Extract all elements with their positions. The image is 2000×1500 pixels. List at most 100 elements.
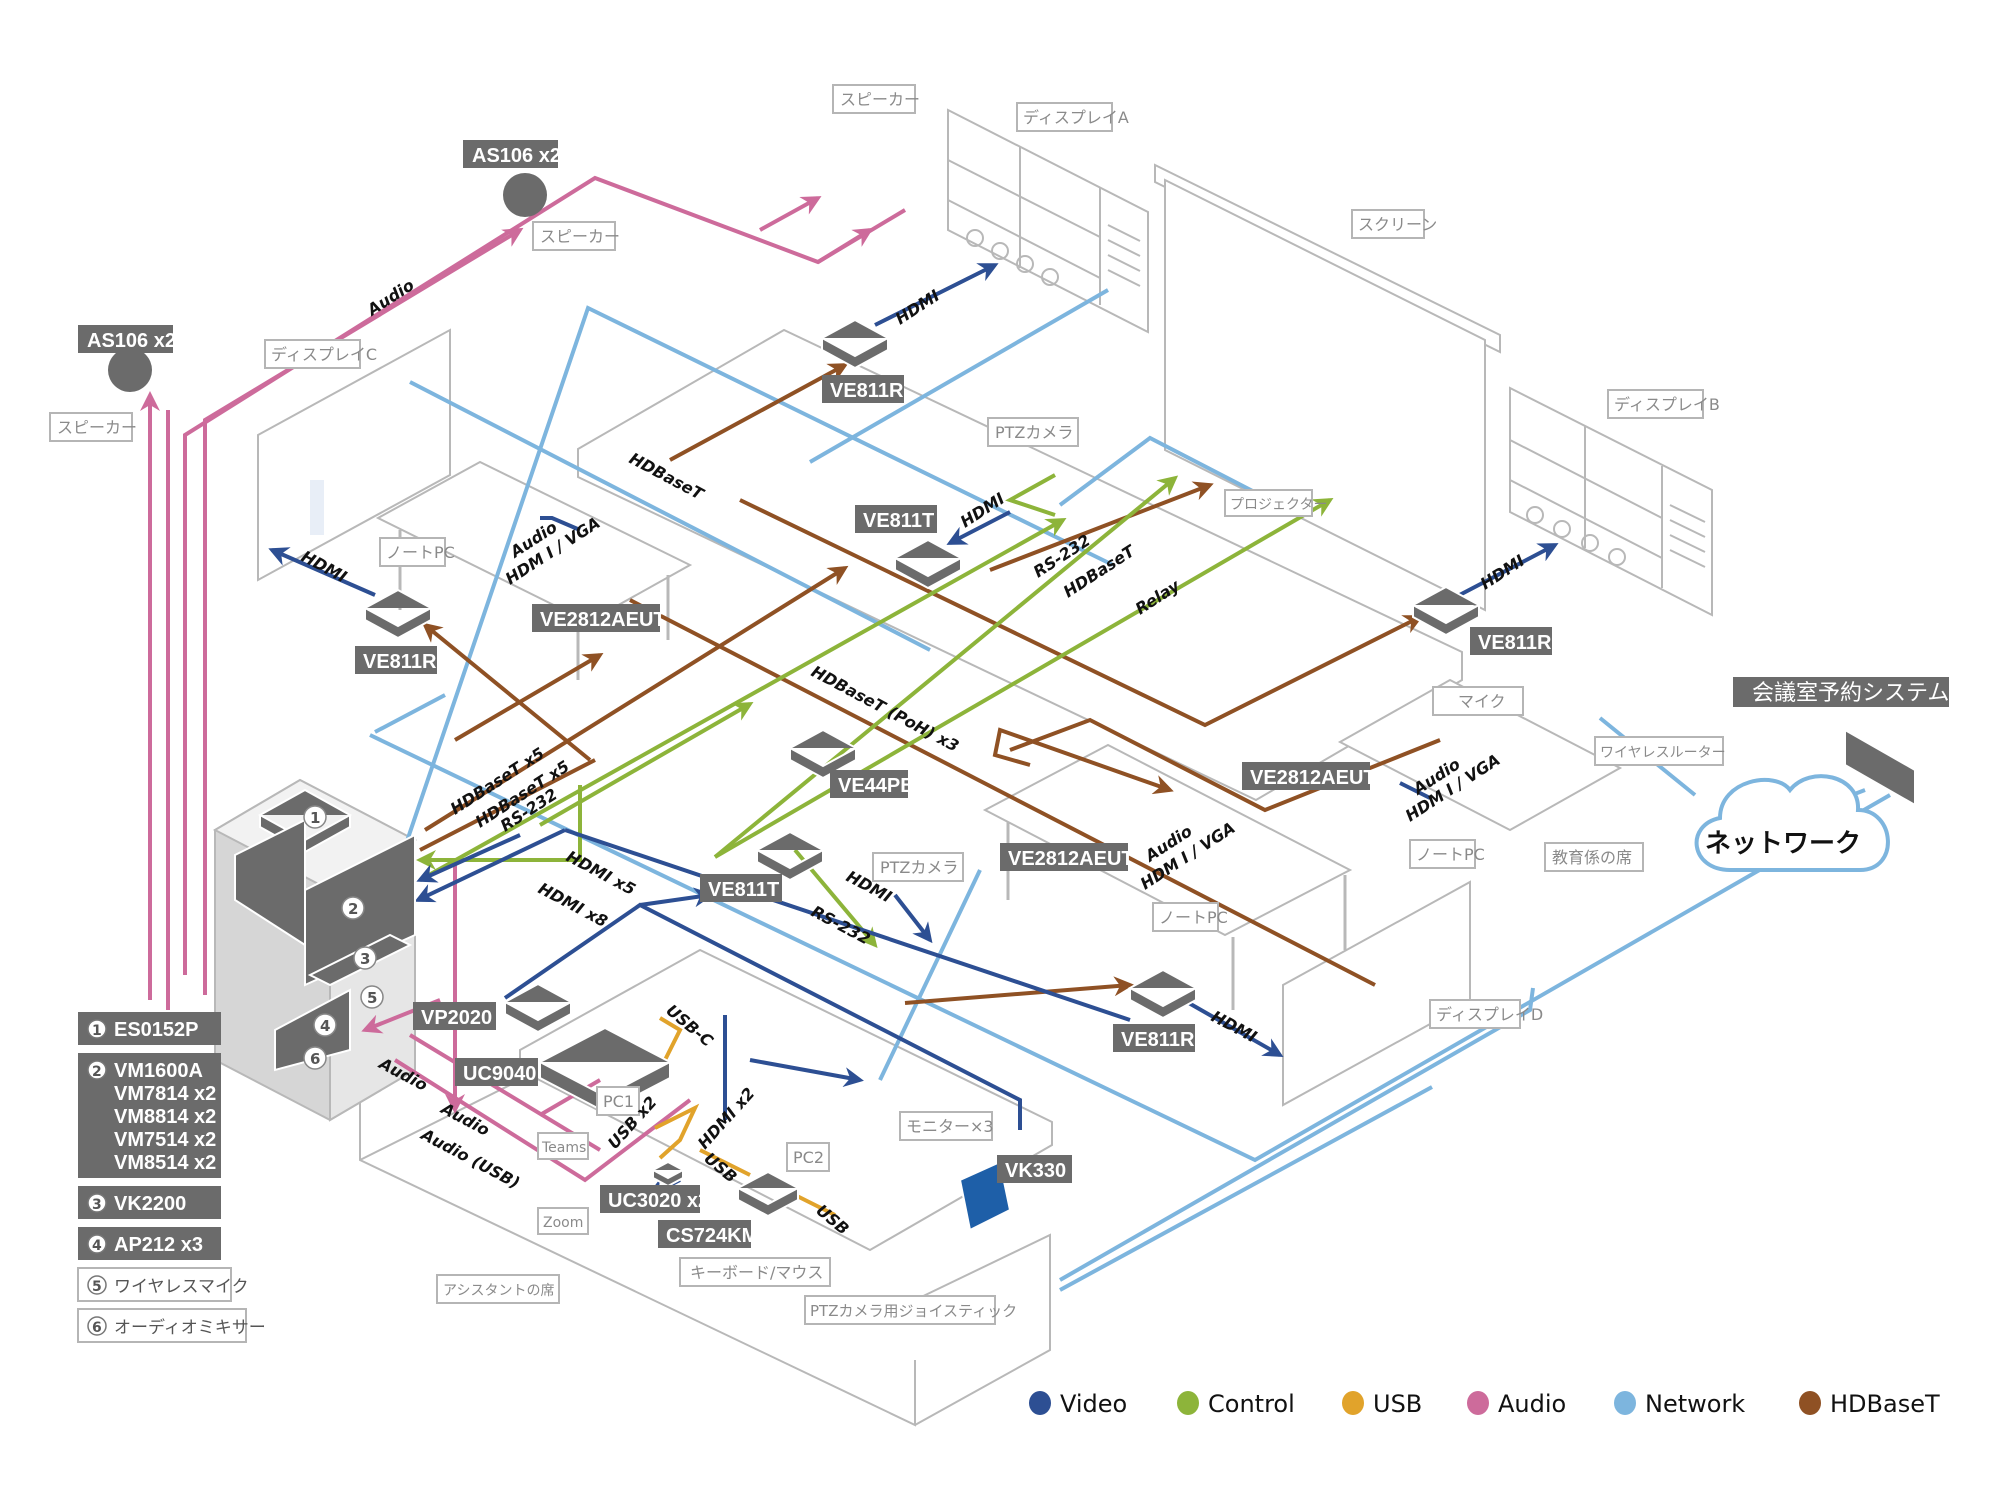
svg-text:VE44PB: VE44PB xyxy=(838,775,915,797)
svg-text:PTZカメラ用ジョイスティック: PTZカメラ用ジョイスティック xyxy=(810,1302,1017,1320)
device-label-as106-top: AS106 x2 xyxy=(463,140,561,168)
label-speaker-left: スピーカー xyxy=(49,412,137,442)
booking-panel xyxy=(1844,728,1916,807)
legend-item-control: Control xyxy=(1177,1390,1295,1418)
label-joystick: PTZカメラ用ジョイスティック xyxy=(804,1295,1017,1325)
label-speaker-top: スピーカー xyxy=(832,84,920,114)
svg-text:教育係の席: 教育係の席 xyxy=(1552,848,1632,867)
svg-text:PTZカメラ: PTZカメラ xyxy=(995,423,1073,442)
label-ptz-mid: PTZカメラ xyxy=(872,852,964,882)
svg-text:ディスプレイA: ディスプレイA xyxy=(1023,108,1129,127)
svg-text:VE2812AEUT: VE2812AEUT xyxy=(1008,848,1134,870)
svg-text:キーボード/マウス: キーボード/マウス xyxy=(690,1263,823,1282)
svg-text:VE2812AEUT: VE2812AEUT xyxy=(1250,767,1376,789)
device-label-vp2020: VP2020 xyxy=(413,1002,496,1030)
svg-text:スクリーン: スクリーン xyxy=(1358,215,1437,234)
cable-label-hdmi-c: HDMI xyxy=(298,547,350,587)
svg-text:プロジェクター: プロジェクター xyxy=(1230,497,1327,513)
student-desk-left xyxy=(375,460,693,624)
rack-key-item-5: 5 ワイヤレスマイク xyxy=(77,1267,249,1302)
legend-item-audio: Audio xyxy=(1467,1390,1566,1418)
svg-text:PC1: PC1 xyxy=(603,1092,634,1111)
device-label-uc9040: UC9040 xyxy=(455,1058,538,1086)
key-model-text: ワイヤレスマイク xyxy=(114,1277,249,1297)
rack-number-6: 6 xyxy=(310,1050,320,1068)
device-label-uc3020: UC3020 x2 xyxy=(600,1185,709,1213)
svg-text:CS724KM: CS724KM xyxy=(666,1225,758,1247)
device-label-ve811t-top: VE811T xyxy=(855,505,937,533)
svg-text:Teams: Teams xyxy=(541,1140,586,1156)
label-wireless-router: ワイヤレスルーター xyxy=(1594,736,1726,766)
svg-text:マイク: マイク xyxy=(1458,692,1506,711)
label-notepc-left: ノートPC xyxy=(379,537,455,567)
key-model-text: VM1600A xyxy=(114,1060,203,1082)
cable-label-hdmi-x5: HDMI x5 xyxy=(563,847,639,899)
legend-swatch xyxy=(1614,1391,1636,1415)
svg-text:ワイヤレスルーター: ワイヤレスルーター xyxy=(1600,745,1726,761)
legend-item-usb: USB xyxy=(1342,1390,1422,1418)
device-label-ve2812-right: VE2812AEUT xyxy=(1242,762,1376,790)
device-label-vk330: VK330 xyxy=(997,1155,1072,1183)
student-desk-mid xyxy=(982,743,1353,937)
cable-label-hdmi-d: HDMI xyxy=(1208,1007,1260,1047)
svg-text:ネットワーク: ネットワーク xyxy=(1705,829,1861,859)
booking-system-title: 会議室予約システム xyxy=(1733,677,1949,707)
key-model-text: VM8814 x2 xyxy=(114,1106,216,1128)
svg-text:ディスプレイD: ディスプレイD xyxy=(1436,1005,1543,1024)
label-display-b: ディスプレイB xyxy=(1607,389,1720,419)
legend-label: HDBaseT xyxy=(1830,1390,1940,1418)
key-number-circle xyxy=(87,1234,107,1254)
key-number-circle xyxy=(87,1275,107,1295)
svg-text:VK330: VK330 xyxy=(1005,1160,1066,1182)
key-model-text: VM7514 x2 xyxy=(114,1129,216,1151)
label-teams: Teams xyxy=(537,1132,589,1160)
label-display-c: ディスプレイC xyxy=(264,339,377,369)
label-mic: マイク xyxy=(1432,686,1524,716)
svg-text:VE811T: VE811T xyxy=(708,879,779,901)
svg-text:UC9040: UC9040 xyxy=(463,1063,536,1085)
rack-number-4: 4 xyxy=(320,1017,330,1035)
label-monitors: モニター×3 xyxy=(899,1111,994,1141)
svg-text:VE811T: VE811T xyxy=(863,510,934,532)
speaker-top-device xyxy=(503,173,547,217)
label-keyboard-mouse: キーボード/マウス xyxy=(679,1257,831,1287)
label-assistant-seat: アシスタントの席 xyxy=(436,1274,560,1304)
label-display-a: ディスプレイA xyxy=(1016,102,1129,132)
device-label-as106-left: AS106 x2 xyxy=(78,325,176,353)
svg-text:スピーカー: スピーカー xyxy=(840,90,920,109)
cable-label-rs232-ptz-mid: RS-232 xyxy=(808,902,873,949)
legend-label: Network xyxy=(1645,1390,1745,1418)
key-number: 6 xyxy=(92,1320,102,1336)
svg-text:PC2: PC2 xyxy=(793,1148,824,1167)
legend-label: USB xyxy=(1373,1390,1422,1418)
label-pc1: PC1 xyxy=(596,1086,640,1116)
rack-number-3: 3 xyxy=(360,950,370,968)
svg-text:VE811R: VE811R xyxy=(1121,1029,1195,1051)
cable-label-audio-usb: Audio (USB) xyxy=(416,1124,523,1193)
svg-text:ディスプレイB: ディスプレイB xyxy=(1614,395,1720,414)
network-cloud: ネットワーク xyxy=(1694,774,1890,872)
legend-swatch xyxy=(1342,1391,1364,1415)
svg-text:スピーカー: スピーカー xyxy=(540,227,620,246)
key-model-text: AP212 x3 xyxy=(114,1234,203,1256)
ve811r-box-c xyxy=(362,588,434,640)
key-number: 5 xyxy=(92,1279,102,1295)
legend-label: Control xyxy=(1208,1390,1295,1418)
key-number-circle xyxy=(87,1316,107,1336)
ve811r-box-d xyxy=(1127,968,1199,1020)
svg-text:PTZカメラ: PTZカメラ xyxy=(880,858,958,877)
device-label-ve811r-a: VE811R xyxy=(822,375,904,403)
key-number-circle xyxy=(87,1193,107,1213)
svg-text:モニター×3: モニター×3 xyxy=(906,1117,994,1136)
device-label-ve44pb: VE44PB xyxy=(830,770,915,798)
svg-text:会議室予約システム: 会議室予約システム xyxy=(1752,681,1949,706)
display-a xyxy=(947,108,1149,334)
legend-label: Video xyxy=(1060,1390,1127,1418)
svg-text:VE811R: VE811R xyxy=(1478,632,1552,654)
svg-text:VP2020: VP2020 xyxy=(421,1007,492,1029)
cables-audio xyxy=(140,175,907,1183)
